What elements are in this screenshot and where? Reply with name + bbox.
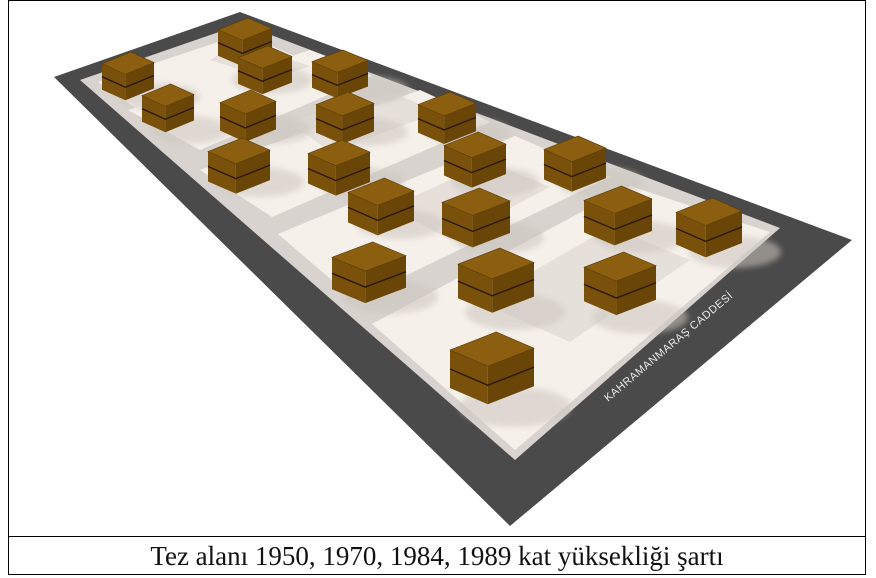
building-roof [101, 51, 155, 75]
building-roof [675, 197, 743, 226]
floor-line [101, 74, 155, 88]
floor-line [237, 68, 293, 82]
building-block [417, 91, 477, 144]
building-roof [583, 251, 657, 282]
building-roof [219, 89, 277, 115]
floor-line [417, 116, 477, 131]
building-block [237, 45, 293, 95]
floor-line [441, 216, 511, 233]
building-roof [347, 177, 415, 206]
floor-line [457, 278, 535, 297]
buildings [101, 17, 743, 405]
building-block [543, 135, 607, 192]
building-block [307, 139, 371, 196]
building-roof [237, 45, 293, 69]
building-roof [141, 83, 195, 107]
building-block [441, 187, 511, 248]
building-roof [315, 91, 375, 117]
building-block [207, 137, 271, 194]
building-roof [207, 137, 271, 164]
building-block [311, 49, 369, 99]
floor-line [219, 114, 277, 129]
building-roof [543, 135, 607, 162]
site-massing-diagram: KAHRAMANMARAŞ CADDESİ [54, 12, 852, 526]
building-block [219, 89, 277, 142]
floor-line [449, 366, 535, 386]
floor-line [315, 116, 375, 131]
floor-line [307, 166, 371, 182]
floor-line [543, 162, 607, 178]
caption-divider [8, 536, 866, 537]
building-block [457, 247, 535, 313]
building-roof [583, 185, 653, 214]
building-block [331, 241, 407, 304]
building-roof [443, 131, 507, 158]
floor-line [347, 205, 415, 222]
building-roof [217, 17, 273, 41]
building-roof [311, 49, 369, 73]
building-block [449, 331, 535, 405]
building-roof [307, 139, 371, 166]
floor-line [311, 72, 369, 86]
floor-line [207, 164, 271, 180]
floor-line [331, 271, 407, 288]
building-roof [449, 331, 535, 367]
building-block [141, 83, 195, 133]
building-roof [457, 247, 535, 280]
floor-line [443, 158, 507, 174]
building-block [315, 91, 375, 144]
building-roof [417, 91, 477, 117]
building-block [347, 177, 415, 236]
building-roof [441, 187, 511, 216]
floor-line [217, 40, 273, 54]
building-block [443, 131, 507, 188]
floor-line [583, 214, 653, 231]
building-block [583, 251, 657, 316]
building-block [101, 51, 155, 101]
figure-caption: Tez alanı 1950, 1970, 1984, 1989 kat yük… [150, 541, 724, 571]
floor-line [675, 226, 743, 243]
floor-line [141, 106, 195, 120]
floor-line [583, 282, 657, 299]
building-block [675, 197, 743, 258]
building-block [583, 185, 653, 246]
building-roof [331, 241, 407, 272]
